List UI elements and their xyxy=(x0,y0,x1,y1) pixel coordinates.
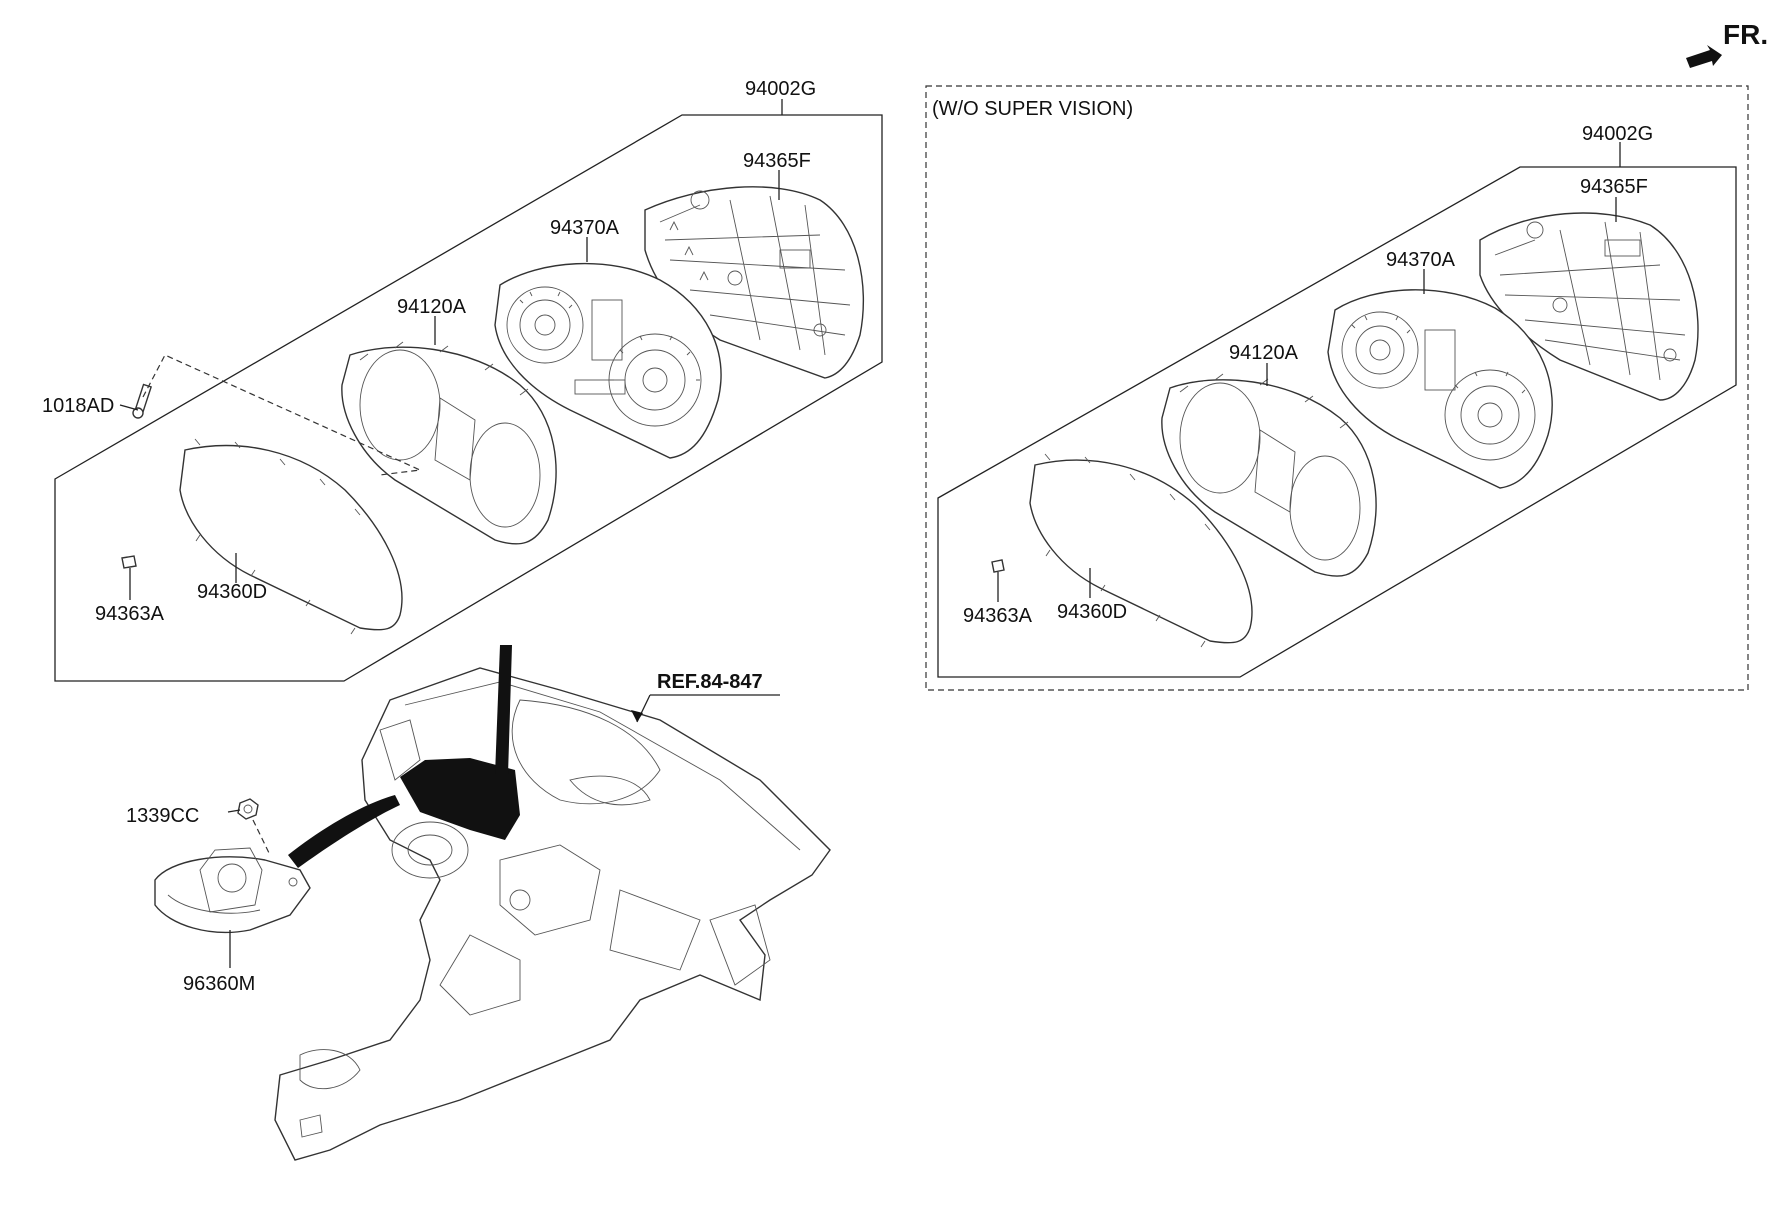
variant-callout-clip: 94363A xyxy=(963,605,1033,627)
main-callout-screw: 1018AD xyxy=(42,395,114,417)
variant-callout-facia-frame: 94120A xyxy=(1229,342,1299,364)
variant-gauge-board xyxy=(1327,289,1553,489)
main-gauge-board xyxy=(494,262,722,459)
dashboard-crash-pad xyxy=(274,645,831,1161)
front-direction-indicator: FR. xyxy=(1686,19,1768,68)
variant-callout-rear-case: 94365F xyxy=(1580,176,1648,198)
main-assembly-frame xyxy=(54,114,883,682)
variant-callout-assembly: 94002G xyxy=(1582,123,1653,145)
main-callout-facia-frame: 94120A xyxy=(397,296,467,318)
sensor-part xyxy=(154,847,311,934)
main-facia-frame xyxy=(341,341,557,545)
dash-callout-sensor: 96360M xyxy=(183,973,255,995)
variant-facia-frame xyxy=(1161,373,1377,577)
variant-lens xyxy=(1029,453,1253,648)
variant-box-title: (W/O SUPER VISION) xyxy=(932,98,1133,120)
main-callout-lens: 94360D xyxy=(197,581,267,603)
variant-callout-lens: 94360D xyxy=(1057,601,1127,623)
nut-part xyxy=(237,798,259,820)
main-callout-rear-case: 94365F xyxy=(743,150,811,172)
main-callout-assembly: 94002G xyxy=(745,78,816,100)
variant-assembly-frame xyxy=(937,166,1737,678)
variant-clip xyxy=(991,559,1005,573)
main-callout-gauge-board: 94370A xyxy=(550,217,620,239)
main-callout-clip: 94363A xyxy=(95,603,165,625)
dash-callout-nut: 1339CC xyxy=(126,805,199,827)
main-cluster-assembly: 94002G 94365F 94370A xyxy=(42,78,883,682)
main-lens xyxy=(179,438,403,635)
variant-callout-gauge-board: 94370A xyxy=(1386,249,1456,271)
cluster-shroud-highlight xyxy=(400,758,520,840)
variant-box-border xyxy=(925,85,1749,691)
main-clip xyxy=(121,555,137,569)
front-direction-label: FR. xyxy=(1723,19,1768,50)
main-screw xyxy=(132,383,153,419)
dash-callout-reference: REF.84-847 xyxy=(657,671,763,693)
variant-box-without-super-vision: (W/O SUPER VISION) 94002G 94365F xyxy=(925,85,1749,691)
front-direction-arrow-icon xyxy=(1686,45,1722,68)
